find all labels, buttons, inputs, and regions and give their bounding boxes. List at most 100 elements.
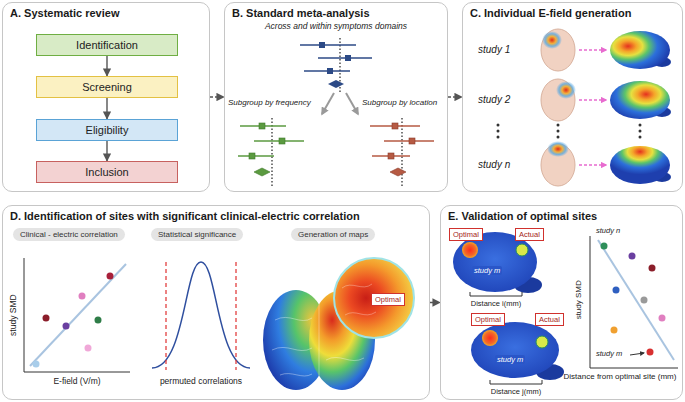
step-pill: Clinical - electric correlation <box>13 228 125 241</box>
brain-efield <box>610 146 670 184</box>
validation-scatter <box>598 240 674 360</box>
node-text: Clinical - electric correlation <box>20 230 118 239</box>
flow-arrow <box>106 56 107 76</box>
ellipsis-dots <box>557 130 560 133</box>
brain-map <box>263 290 329 390</box>
brain-side-view <box>536 336 548 348</box>
validation-scatter <box>659 315 666 322</box>
panel: A. Systematic reviewIdentificationScreen… <box>2 2 210 192</box>
study-label: study m <box>472 266 502 275</box>
null-distribution <box>235 262 236 370</box>
node-text: Statistical significance <box>158 230 236 239</box>
process-box: Screening <box>36 76 178 98</box>
scatter-plot <box>107 273 114 280</box>
forest-plot <box>249 153 255 159</box>
validation-scatter <box>601 243 608 250</box>
forest-plot <box>271 118 272 186</box>
efield-arrow <box>579 99 606 100</box>
head-model <box>541 79 575 121</box>
node-text: Optimal <box>375 295 401 304</box>
forest-plot <box>238 126 304 156</box>
scatter-plot <box>33 361 40 368</box>
brain-side-view <box>482 330 498 346</box>
ellipsis-dots <box>639 124 642 127</box>
flow-arrow <box>106 98 107 119</box>
node-text: Actual <box>539 315 560 324</box>
brain-efield <box>610 31 670 69</box>
axis-label: study SMD <box>574 280 584 319</box>
validation-scatter <box>641 297 648 304</box>
head-model <box>556 81 576 99</box>
validation-scatter <box>649 265 656 272</box>
site-tag: Optimal <box>471 313 505 326</box>
brain-map <box>275 317 312 320</box>
ellipsis-dots <box>497 124 500 127</box>
site-tag: Actual <box>515 228 544 241</box>
flow-arrow <box>210 96 224 97</box>
scatter-plot <box>30 264 126 366</box>
forest-plot <box>319 42 325 48</box>
forest-plot <box>327 68 333 74</box>
validation-scatter <box>647 349 654 356</box>
ellipsis-dots <box>557 124 560 127</box>
head-model <box>547 141 569 157</box>
forest-plot <box>238 118 304 186</box>
brain-map <box>334 258 414 338</box>
efield-arrow <box>579 49 606 50</box>
ellipsis-dots <box>497 124 642 139</box>
axis-label: permuted correlations <box>160 376 242 386</box>
node-text: Eligibility <box>86 124 129 136</box>
scatter-plot <box>95 317 102 324</box>
forest-plot <box>401 118 402 186</box>
site-tag: Optimal <box>449 228 483 241</box>
brain-map <box>319 292 320 390</box>
step-pill: Statistical significance <box>151 228 243 241</box>
process-box: Eligibility <box>36 119 178 141</box>
forest-plot <box>300 38 372 92</box>
site-tag: Optimal <box>371 293 405 306</box>
distance-label: Distance j(mm) <box>491 387 541 396</box>
study-label: study 1 <box>478 44 510 56</box>
panel-title: D. Identification of sites with signific… <box>10 210 422 224</box>
forest-plot <box>300 45 372 71</box>
brain-side-view <box>471 322 559 378</box>
forest-plot <box>300 44 356 45</box>
flow-arrow <box>106 141 107 161</box>
ellipsis-dots <box>639 130 642 133</box>
forest-plot <box>390 168 406 176</box>
ellipsis-dots <box>497 136 500 139</box>
forest-plot <box>388 153 394 159</box>
node-text: Actual <box>519 230 540 239</box>
forest-plot <box>409 138 415 144</box>
brain-side-view <box>453 232 537 292</box>
validation-scatter <box>629 253 636 260</box>
forest-plot <box>388 123 415 176</box>
scatter-plot <box>63 323 70 330</box>
brain-efield <box>610 81 670 119</box>
scatter-plot <box>43 315 50 322</box>
flow-arrow <box>430 302 440 303</box>
null-distribution <box>165 262 166 370</box>
axis-label: study SMD <box>8 294 18 336</box>
study-label: study n <box>478 159 510 171</box>
panel-title: C. Individual E-field generation <box>470 7 675 21</box>
panel-title: A. Systematic review <box>10 7 202 21</box>
forest-plot <box>328 80 344 88</box>
head-model <box>541 29 576 186</box>
validation-scatter <box>611 327 618 334</box>
brain-side-view <box>490 380 542 384</box>
forest-plot <box>319 42 351 88</box>
forest-plot <box>345 55 351 61</box>
validation-scatter <box>613 287 620 294</box>
ellipsis-dots <box>639 136 642 139</box>
scatter-plot <box>24 258 130 372</box>
study-label: study 2 <box>478 94 510 106</box>
scatter-plot <box>24 258 130 372</box>
study-label: study m <box>596 349 622 358</box>
node-text: Screening <box>82 81 132 93</box>
forest-plot <box>392 123 398 129</box>
subgroup-label: Subgroup by location <box>362 98 437 108</box>
